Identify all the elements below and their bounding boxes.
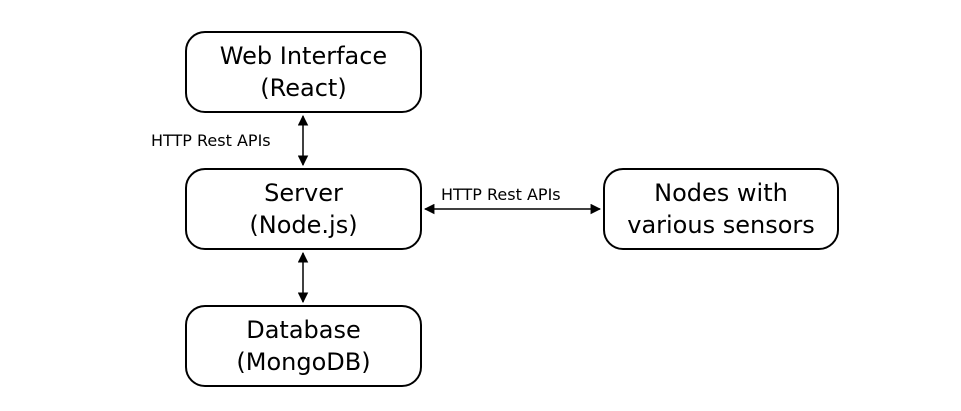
server-subtitle: (Node.js)	[249, 211, 358, 239]
web-interface-title: Web Interface	[219, 42, 388, 70]
edge-label-server-sensors: HTTP Rest APIs	[441, 185, 561, 204]
database-node: Database (MongoDB)	[185, 305, 422, 387]
sensors-title: Nodes with	[654, 179, 788, 207]
sensors-node: Nodes with various sensors	[603, 168, 839, 250]
sensors-subtitle: various sensors	[627, 211, 815, 239]
database-subtitle: (MongoDB)	[236, 348, 371, 376]
database-title: Database	[246, 316, 361, 344]
server-node: Server (Node.js)	[185, 168, 422, 250]
web-interface-subtitle: (React)	[260, 74, 347, 102]
server-title: Server	[264, 179, 343, 207]
edge-label-web-server: HTTP Rest APIs	[151, 131, 271, 150]
web-interface-node: Web Interface (React)	[185, 31, 422, 113]
